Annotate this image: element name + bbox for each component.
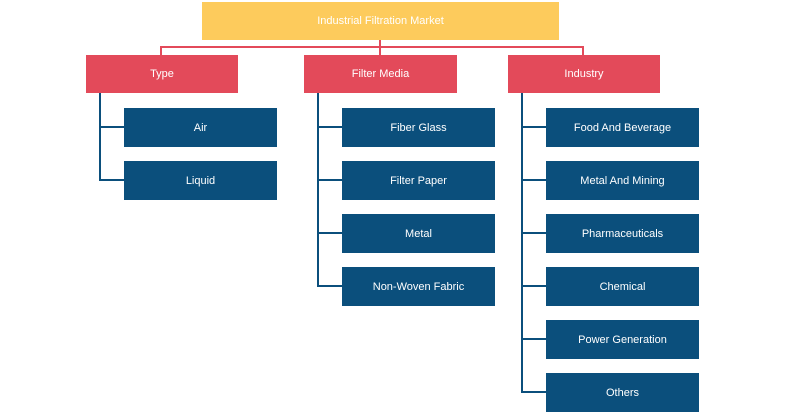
industry-item-metal-and-mining: Metal And Mining <box>546 161 699 200</box>
type-branch-tick <box>99 126 124 128</box>
root-node: Industrial Filtration Market <box>202 2 559 40</box>
type-item-air: Air <box>124 108 277 147</box>
industry-branch-tick <box>521 285 546 287</box>
filter-media-item-non-woven-fabric: Non-Woven Fabric <box>342 267 495 306</box>
industry-item-others: Others <box>546 373 699 412</box>
industry-branch-tick <box>521 391 546 393</box>
industry-item-chemical: Chemical <box>546 267 699 306</box>
category-type: Type <box>86 55 238 93</box>
type-branch-line <box>99 93 101 181</box>
type-branch-tick <box>99 179 124 181</box>
industry-branch-line <box>521 93 523 393</box>
type-connector <box>160 46 162 55</box>
industry-branch-tick <box>521 338 546 340</box>
root-connector-horizontal <box>160 46 584 48</box>
industry-item-power-generation: Power Generation <box>546 320 699 359</box>
category-industry: Industry <box>508 55 660 93</box>
filter-media-branch-tick <box>317 285 342 287</box>
filter-media-branch-tick <box>317 232 342 234</box>
industry-connector <box>582 46 584 55</box>
filter-media-branch-tick <box>317 179 342 181</box>
type-item-liquid: Liquid <box>124 161 277 200</box>
industry-branch-tick <box>521 232 546 234</box>
root-connector-vertical <box>379 40 381 48</box>
category-filter-media: Filter Media <box>304 55 457 93</box>
filter-media-item-metal: Metal <box>342 214 495 253</box>
industry-branch-tick <box>521 126 546 128</box>
filter-media-connector <box>379 46 381 55</box>
filter-media-item-fiber-glass: Fiber Glass <box>342 108 495 147</box>
industry-item-pharmaceuticals: Pharmaceuticals <box>546 214 699 253</box>
industry-branch-tick <box>521 179 546 181</box>
filter-media-item-filter-paper: Filter Paper <box>342 161 495 200</box>
filter-media-branch-line <box>317 93 319 287</box>
filter-media-branch-tick <box>317 126 342 128</box>
industry-item-food-and-beverage: Food And Beverage <box>546 108 699 147</box>
